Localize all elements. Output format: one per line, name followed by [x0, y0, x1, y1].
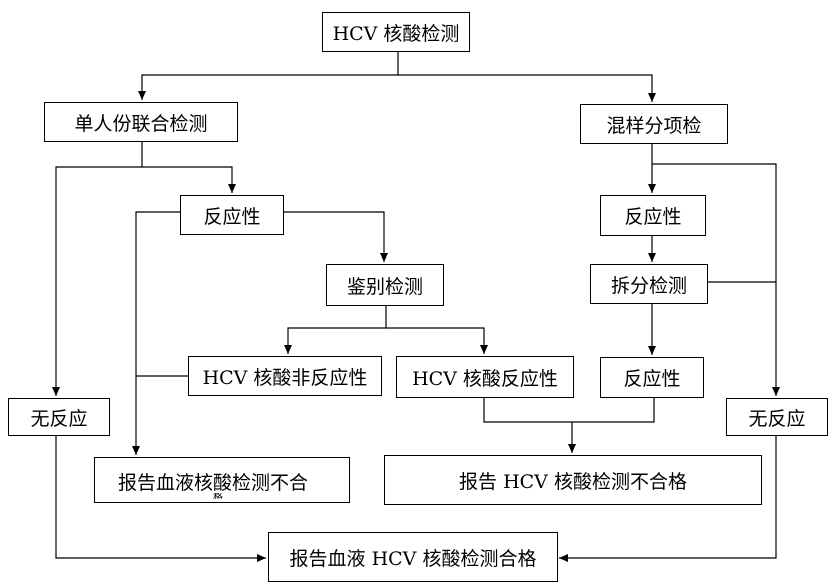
node-hcv-reactive: HCV 核酸反应性 — [396, 356, 574, 398]
connector-reactive-to-report-unqualified — [132, 211, 180, 455]
connector-single-to-reactive — [141, 142, 236, 193]
node-reactive-right-bottom: 反应性 — [600, 357, 704, 398]
node-reactive-right-top: 反应性 — [600, 195, 706, 236]
node-hcv-nucleic-acid-test: HCV 核酸检测 — [322, 12, 470, 52]
node-no-reaction-left: 无反应 — [8, 398, 110, 436]
connector-right-no-reaction-to-qualified — [559, 436, 777, 562]
connector-join-reactive — [483, 398, 655, 423]
report-overflow-fragment: 格 — [213, 493, 223, 499]
connector-left-no-reaction-to-qualified — [55, 436, 266, 562]
connector-root-to-mixed — [398, 74, 656, 102]
node-report-blood-unqualified: 报告血液核酸检测不合 — [94, 457, 350, 503]
node-reactive-left: 反应性 — [180, 195, 284, 235]
node-hcv-nonreactive: HCV 核酸非反应性 — [188, 356, 382, 396]
report-blood-unqualified-label: 报告血液核酸检测不合 — [118, 472, 309, 494]
node-report-qualified: 报告血液 HCV 核酸检测合格 — [268, 532, 558, 582]
node-report-hcv-unqualified: 报告 HCV 核酸检测不合格 — [384, 455, 762, 505]
node-single-combined-test: 单人份联合检测 — [44, 102, 238, 142]
node-split-test: 拆分检测 — [590, 264, 708, 304]
connector-single-to-no-reaction — [52, 166, 142, 396]
node-no-reaction-right: 无反应 — [726, 398, 828, 436]
connector-reactive-to-identify — [284, 211, 388, 262]
node-mixed-sample-test: 混样分项检 — [580, 104, 728, 144]
node-identification-test: 鉴别检测 — [326, 264, 444, 306]
connector-mixed-to-no-reaction — [652, 163, 780, 396]
connector-root-to-single — [138, 52, 399, 100]
connector-identify-to-reactive — [386, 327, 488, 354]
connector-identify-split — [284, 306, 387, 354]
